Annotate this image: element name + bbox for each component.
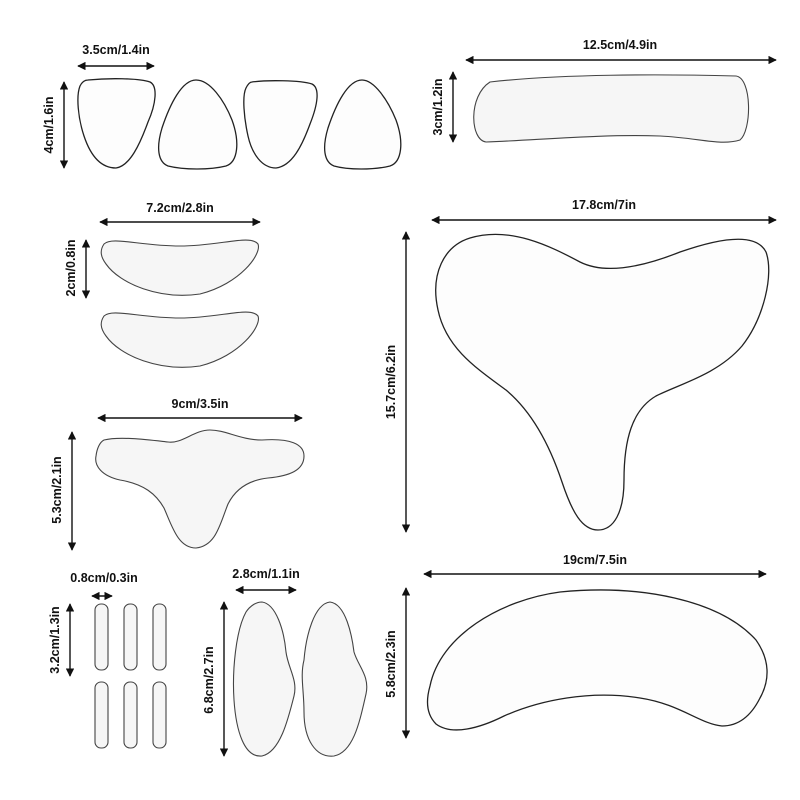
cheek-pads-width-label: 2.8cm/1.1in [232,567,299,581]
small-strip-4 [94,681,109,749]
cheek-pads-height-label: 6.8cm/2.7in [202,646,216,713]
forehead-t-width-label: 9cm/3.5in [172,397,229,411]
forehead-t-height-label: 5.3cm/2.1in [50,456,64,523]
under-eye-pad-2 [100,311,259,368]
large-t-height-label: 15.7cm/6.2in [384,345,398,419]
eye-pad-3 [243,80,318,169]
large-t-width-label: 17.8cm/7in [572,198,636,212]
eye-pad-4 [323,79,402,170]
small-strips-group: 0.8cm/0.3in 3.2cm/1.3in [48,571,167,749]
forehead-strip-height-label: 3cm/1.2in [431,79,445,136]
chest-crescent-height-label: 5.8cm/2.3in [384,630,398,697]
forehead-strip-width-label: 12.5cm/4.9in [583,38,657,52]
cheek-pad-left [232,601,296,757]
small-strip-2 [123,603,138,671]
large-t-pad [435,233,770,531]
small-strip-6 [152,681,167,749]
small-strip-5 [123,681,138,749]
forehead-t-group: 9cm/3.5in 5.3cm/2.1in [50,397,305,551]
under-eye-group: 7.2cm/2.8in 2cm/0.8in [64,201,261,368]
eye-pads-group: 3.5cm/1.4in 4cm/1.6in [42,43,402,170]
small-strips-width-label: 0.8cm/0.3in [70,571,137,585]
cheek-pad-right [301,601,368,757]
forehead-t-pad [95,429,305,549]
small-strip-1 [94,603,109,671]
eye-pads-width-label: 3.5cm/1.4in [82,43,149,57]
under-eye-pad-1 [100,239,259,296]
large-t-group: 17.8cm/7in 15.7cm/6.2in [384,198,777,533]
small-strips-height-label: 3.2cm/1.3in [48,606,62,673]
eye-pads-height-label: 4cm/1.6in [42,97,56,154]
forehead-strip-group: 12.5cm/4.9in 3cm/1.2in [431,38,777,143]
chest-crescent-group: 19cm/7.5in 5.8cm/2.3in [384,553,768,739]
under-eye-height-label: 2cm/0.8in [64,240,78,297]
small-strip-3 [152,603,167,671]
cheek-pads-group: 2.8cm/1.1in 6.8cm/2.7in [202,567,368,757]
chest-crescent-pad [426,589,768,731]
forehead-strip [473,74,750,143]
under-eye-width-label: 7.2cm/2.8in [146,201,213,215]
eye-pad-1 [77,78,156,169]
chest-crescent-width-label: 19cm/7.5in [563,553,627,567]
eye-pad-2 [157,79,238,170]
